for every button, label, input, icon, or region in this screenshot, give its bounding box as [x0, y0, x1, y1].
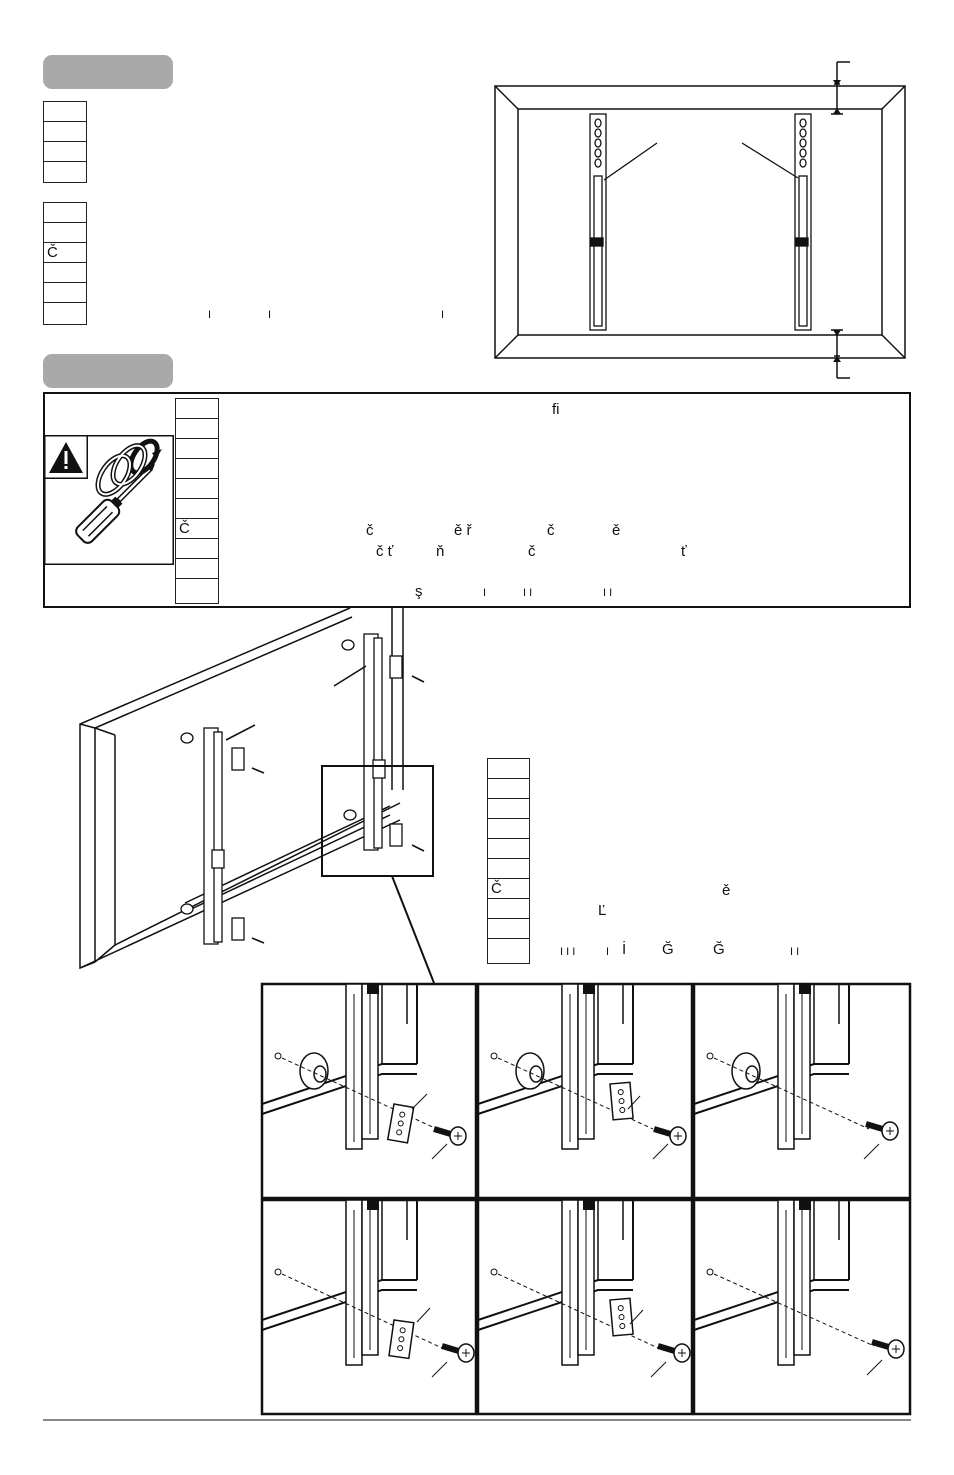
lang-cell [176, 399, 218, 419]
step1-language-column-top [43, 101, 87, 183]
step1-badge [43, 55, 173, 89]
lang-cell [176, 539, 218, 559]
lang-cell [488, 779, 529, 799]
text-fragment: ě [612, 522, 621, 539]
text-fragment: Ğ [662, 941, 674, 958]
step3-language-column: Č [487, 758, 530, 964]
text-fragment: I I [523, 587, 533, 599]
text-fragment: I [441, 309, 445, 321]
text-fragment: ě [722, 882, 731, 899]
text-fragment: I [483, 587, 487, 599]
lang-cell [44, 223, 86, 243]
text-fragment: I I [790, 946, 800, 958]
lang-cell [44, 263, 86, 283]
text-fragment: ş [415, 583, 423, 600]
text-fragment: I [208, 309, 212, 321]
lang-cell [44, 142, 86, 162]
text-fragment: İ [622, 941, 627, 958]
warning-triangle-icon [44, 435, 88, 479]
lang-cell [488, 799, 529, 819]
text-fragment: ť [681, 543, 687, 560]
lang-cell [176, 499, 218, 519]
lang-cell [488, 899, 529, 919]
tv-bracket-attachment-illustration [79, 607, 435, 984]
screwdriver-icon [44, 435, 174, 565]
lang-cell [488, 819, 529, 839]
lang-cell [176, 439, 218, 459]
lang-cell [488, 859, 529, 879]
lang-cell [176, 479, 218, 499]
warning-panel [43, 392, 911, 608]
text-fragment: Ľ [598, 902, 607, 919]
text-fragment: č [366, 522, 374, 539]
text-fragment: č ť [376, 543, 394, 560]
text-fragment: I I [603, 587, 613, 599]
tv-back-with-brackets-illustration [494, 61, 906, 379]
lang-cell [176, 459, 218, 479]
lang-cell [488, 919, 529, 939]
text-fragment: ň [436, 543, 445, 560]
lang-cell [44, 102, 86, 122]
step1-language-column-bottom: Č [43, 202, 87, 325]
lang-cell: Č [176, 519, 218, 539]
lang-cell [176, 419, 218, 439]
lang-cell [488, 759, 529, 779]
lang-cell [44, 203, 86, 223]
lang-cell: Č [44, 243, 86, 263]
text-fragment: ě ř [454, 522, 472, 539]
text-fragment: č [547, 522, 555, 539]
lang-cell [176, 559, 218, 579]
lang-cell [44, 122, 86, 142]
lang-cell: Č [488, 879, 529, 899]
step2-badge [43, 354, 173, 388]
lang-cell [488, 839, 529, 859]
text-fragment: Ğ [713, 941, 725, 958]
text-fragment: I I I [560, 946, 576, 958]
text-fragment: fi [552, 401, 560, 418]
lang-cell [44, 283, 86, 303]
text-fragment: I [268, 309, 272, 321]
text-fragment: I [606, 946, 610, 958]
text-fragment: č [528, 543, 536, 560]
step2-language-column: Č [175, 398, 219, 604]
